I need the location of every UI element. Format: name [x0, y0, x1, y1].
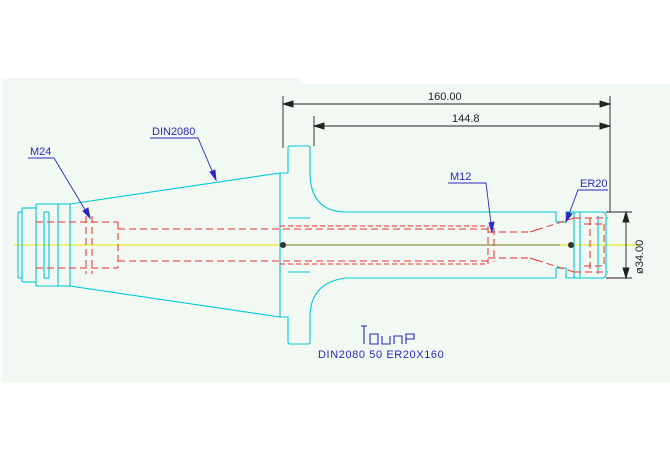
callout-rear-thread: M24 — [30, 146, 51, 158]
overall-length-dimension: 160.00 — [428, 91, 462, 103]
callout-leaders — [28, 137, 608, 234]
callout-front-thread: M12 — [450, 171, 471, 183]
diameter-dimension: ø34.00 — [634, 240, 646, 274]
manufacturer-logo — [361, 325, 415, 345]
callout-taper: DIN2080 — [152, 126, 195, 138]
drive-key-marker — [280, 242, 286, 248]
hidden-lines — [36, 216, 608, 274]
gauge-length-dimension: 144.8 — [452, 113, 480, 125]
part-outline — [17, 145, 607, 345]
collet-marker — [568, 242, 574, 248]
background-panel — [2, 78, 670, 382]
callout-collet: ER20 — [580, 178, 608, 190]
part-designation: DIN2080 50 ER20X160 — [318, 349, 444, 361]
dimension-lines — [281, 96, 632, 280]
